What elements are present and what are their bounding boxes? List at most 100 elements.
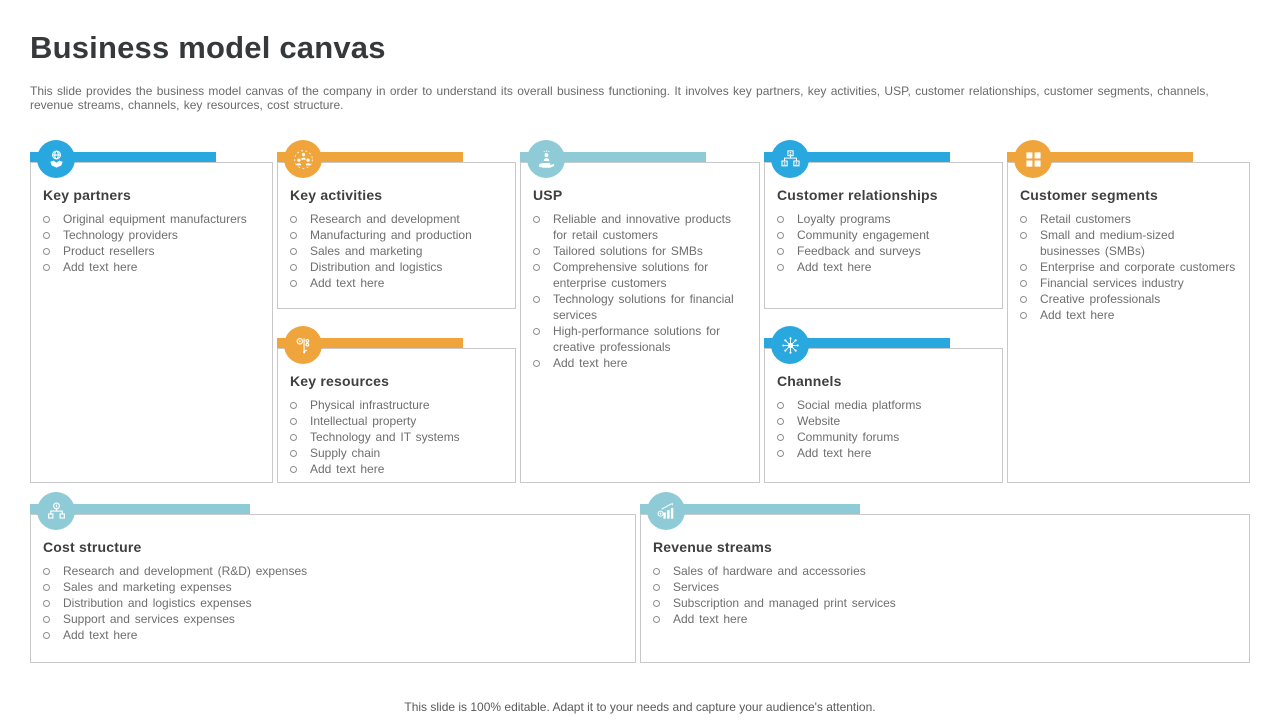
window-grid-icon [1014, 140, 1052, 178]
accent-bar [764, 152, 950, 162]
list-item-text: Technology solutions for financial servi… [553, 292, 734, 322]
bullet-marker [533, 248, 540, 255]
bullet-marker [533, 360, 540, 367]
list-item: Add text here [533, 355, 747, 371]
bullet-marker [43, 632, 50, 639]
bullet-marker [290, 264, 297, 271]
list-item-text: Support and services expenses [63, 612, 235, 626]
list-item: Technology and IT systems [290, 429, 503, 445]
handshake-icon [37, 140, 75, 178]
hand-holding-person-icon [527, 140, 565, 178]
page-title: Business model canvas [30, 30, 386, 65]
bullet-marker [1020, 232, 1027, 239]
list-item-text: Add text here [1040, 308, 1115, 322]
section-key-partners[interactable]: Key partners Original equipment manufact… [30, 140, 273, 483]
list-item-text: Feedback and surveys [797, 244, 921, 258]
list-item-text: Community forums [797, 430, 900, 444]
list-item: Manufacturing and production [290, 227, 503, 243]
list-item-text: Add text here [63, 628, 138, 642]
key-icon [284, 326, 322, 364]
bullet-marker [43, 600, 50, 607]
list-item: Website [777, 413, 990, 429]
bullet-marker [43, 232, 50, 239]
list-item-text: Manufacturing and production [310, 228, 472, 242]
list-item: Distribution and logistics [290, 259, 503, 275]
hierarchy-icon [37, 492, 75, 530]
bullet-marker [290, 280, 297, 287]
list-item-text: Add text here [673, 612, 748, 626]
bullet-marker [43, 584, 50, 591]
section-revenue-streams[interactable]: Revenue streams Sales of hardware and ac… [640, 492, 1250, 663]
section-title: Cost structure [43, 539, 142, 555]
list-item-text: Add text here [553, 356, 628, 370]
list-item: Add text here [777, 445, 990, 461]
team-icon [284, 140, 322, 178]
list-item-text: Sales and marketing expenses [63, 580, 232, 594]
list-item-text: Sales and marketing [310, 244, 423, 258]
list-item-text: Add text here [310, 276, 385, 290]
bullet-marker [777, 248, 784, 255]
list-item-text: Retail customers [1040, 212, 1131, 226]
list-item-text: Add text here [797, 260, 872, 274]
list-item: Distribution and logistics expenses [43, 595, 623, 611]
section-cost-structure[interactable]: Cost structure Research and development … [30, 492, 636, 663]
list-item-text: Website [797, 414, 841, 428]
accent-bar [30, 504, 250, 514]
bullet-marker [290, 466, 297, 473]
list-item: Add text here [777, 259, 990, 275]
list-item-text: Reliable and innovative products for ret… [553, 212, 731, 242]
bullet-marker [290, 450, 297, 457]
list-item: Supply chain [290, 445, 503, 461]
list-item: Subscription and managed print services [653, 595, 1237, 611]
bullet-marker [43, 568, 50, 575]
list-item-text: Add text here [797, 446, 872, 460]
section-usp[interactable]: USP Reliable and innovative products for… [520, 140, 760, 483]
bullet-marker [290, 216, 297, 223]
list-item-text: Add text here [63, 260, 138, 274]
footer-note: This slide is 100% editable. Adapt it to… [404, 700, 876, 714]
list-item: Retail customers [1020, 211, 1237, 227]
section-title: Key activities [290, 187, 383, 203]
list-item: Community forums [777, 429, 990, 445]
bullet-marker [777, 216, 784, 223]
bullet-marker [290, 434, 297, 441]
list-item-text: Distribution and logistics expenses [63, 596, 252, 610]
list-item-text: Loyalty programs [797, 212, 891, 226]
bullet-marker [43, 216, 50, 223]
bullet-marker [43, 248, 50, 255]
section-title: USP [533, 187, 563, 203]
list-item-text: Supply chain [310, 446, 381, 460]
list-item: Physical infrastructure [290, 397, 503, 413]
list-item: Enterprise and corporate customers [1020, 259, 1237, 275]
list-item-text: Services [673, 580, 720, 594]
accent-bar [277, 152, 463, 162]
list-item-text: Sales of hardware and accessories [673, 564, 866, 578]
list-item-text: Subscription and managed print services [673, 596, 896, 610]
section-title: Customer relationships [777, 187, 938, 203]
list-item-text: Community engagement [797, 228, 930, 242]
bullet-marker [653, 616, 660, 623]
list-item-text: Research and development (R&D) expenses [63, 564, 308, 578]
list-item: Sales and marketing [290, 243, 503, 259]
bullet-marker [1020, 312, 1027, 319]
list-item-text: Product resellers [63, 244, 155, 258]
list-item: Comprehensive solutions for enterprise c… [533, 259, 747, 291]
bullet-marker [533, 296, 540, 303]
bullet-marker [533, 264, 540, 271]
list-item: Feedback and surveys [777, 243, 990, 259]
list-item: Add text here [43, 259, 260, 275]
list-item: Add text here [43, 627, 623, 643]
bullet-marker [777, 418, 784, 425]
bullet-marker [777, 232, 784, 239]
list-item: Services [653, 579, 1237, 595]
